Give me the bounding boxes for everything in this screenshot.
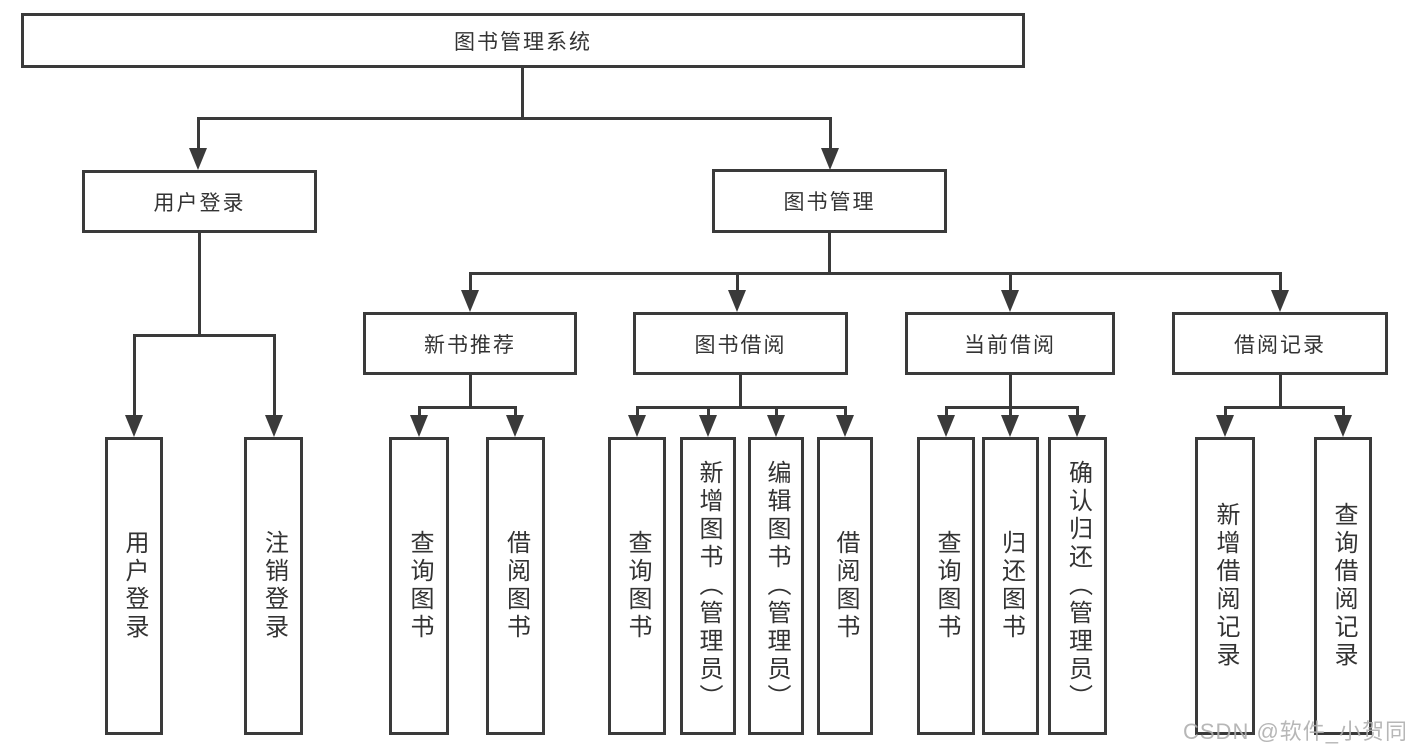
leaf-return-books: 归还图书 [982, 437, 1039, 735]
tree-edge-line [1224, 406, 1345, 409]
leaf-query-books-current-label: 查询图书 [933, 530, 960, 642]
csdn-watermark: CSDN @软件_小贺同学 [1183, 719, 1405, 744]
arrowhead-down-icon [461, 290, 479, 312]
tree-edge-line [469, 272, 1282, 275]
node-current-borrowing: 当前借阅 [905, 312, 1115, 375]
tree-edge-line [418, 406, 517, 409]
tree-edge-line [469, 375, 472, 409]
leaf-user-login: 用户登录 [105, 437, 163, 735]
leaf-add-borrow-record: 新增借阅记录 [1195, 437, 1255, 735]
leaf-query-books-recommend-label: 查询图书 [406, 530, 433, 642]
tree-edge-line [1009, 272, 1012, 290]
arrowhead-down-icon [767, 415, 785, 437]
arrowhead-down-icon [410, 415, 428, 437]
node-book-borrowing: 图书借阅 [633, 312, 848, 375]
tree-edge-line [945, 406, 948, 415]
leaf-query-books-recommend: 查询图书 [389, 437, 449, 735]
arrowhead-down-icon [1334, 415, 1352, 437]
leaf-add-books-admin-label: 新增图书（管理员） [695, 460, 722, 712]
tree-edge-line [197, 117, 200, 148]
tree-edge-line [829, 117, 832, 148]
tree-edge-line [514, 406, 517, 415]
node-new-book-recommend: 新书推荐 [363, 312, 577, 375]
tree-edge-line [775, 406, 778, 415]
tree-edge-line [636, 406, 639, 415]
node-library-system-label: 图书管理系统 [454, 30, 592, 54]
arrowhead-down-icon [1216, 415, 1234, 437]
tree-edge-line [1009, 406, 1012, 415]
tree-edge-line [1009, 375, 1012, 409]
leaf-logout-label: 注销登录 [260, 530, 288, 642]
tree-edge-line [418, 406, 421, 415]
arrowhead-down-icon [1068, 415, 1086, 437]
node-current-borrowing-label: 当前借阅 [964, 333, 1056, 357]
leaf-add-books-admin: 新增图书（管理员） [680, 437, 736, 735]
tree-edge-line [1279, 272, 1282, 290]
tree-edge-line [197, 117, 832, 120]
arrowhead-down-icon [1001, 290, 1019, 312]
tree-edge-line [736, 272, 739, 290]
tree-edge-line [1279, 375, 1282, 409]
node-user-login-label: 用户登录 [153, 191, 246, 215]
leaf-borrow-books-label: 借阅图书 [832, 530, 859, 642]
node-borrowing-records: 借阅记录 [1172, 312, 1388, 375]
leaf-confirm-return-admin-label: 确认归还（管理员） [1064, 460, 1092, 712]
leaf-user-login-label: 用户登录 [121, 530, 148, 642]
node-borrowing-records-label: 借阅记录 [1234, 333, 1326, 357]
arrowhead-down-icon [728, 290, 746, 312]
leaf-borrow-books: 借阅图书 [817, 437, 873, 735]
tree-edge-line [739, 375, 742, 409]
node-new-book-recommend-label: 新书推荐 [424, 333, 516, 357]
tree-edge-line [1076, 406, 1079, 415]
tree-edge-line [469, 272, 472, 290]
leaf-logout: 注销登录 [244, 437, 303, 735]
leaf-query-books-borrowing-label: 查询图书 [624, 530, 651, 642]
arrowhead-down-icon [628, 415, 646, 437]
arrowhead-down-icon [821, 148, 839, 170]
arrowhead-down-icon [189, 148, 207, 170]
tree-edge-line [521, 68, 524, 120]
tree-edge-line [945, 406, 1079, 409]
arrowhead-down-icon [1271, 290, 1289, 312]
node-book-borrowing-label: 图书借阅 [694, 333, 787, 357]
leaf-return-books-label: 归还图书 [997, 530, 1025, 642]
leaf-edit-books-admin-label: 编辑图书（管理员） [763, 460, 790, 712]
arrowhead-down-icon [699, 415, 717, 437]
node-book-management: 图书管理 [712, 169, 947, 233]
tree-edge-line [1342, 406, 1345, 415]
leaf-query-books-borrowing: 查询图书 [608, 437, 666, 735]
tree-edge-line [133, 334, 276, 337]
leaf-query-borrow-record-label: 查询借阅记录 [1330, 502, 1357, 670]
leaf-confirm-return-admin: 确认归还（管理员） [1048, 437, 1107, 735]
arrowhead-down-icon [506, 415, 524, 437]
tree-edge-line [636, 406, 847, 409]
tree-edge-line [828, 233, 831, 275]
tree-edge-line [707, 406, 710, 415]
leaf-add-borrow-record-label: 新增借阅记录 [1212, 502, 1239, 670]
leaf-edit-books-admin: 编辑图书（管理员） [748, 437, 804, 735]
arrowhead-down-icon [1001, 415, 1019, 437]
arrowhead-down-icon [836, 415, 854, 437]
arrowhead-down-icon [125, 415, 143, 437]
leaf-query-books-current: 查询图书 [917, 437, 975, 735]
arrowhead-down-icon [937, 415, 955, 437]
tree-edge-line [844, 406, 847, 415]
tree-edge-line [1224, 406, 1227, 415]
tree-edge-line [273, 334, 276, 415]
node-user-login: 用户登录 [82, 170, 317, 233]
arrowhead-down-icon [265, 415, 283, 437]
leaf-borrow-books-recommend-label: 借阅图书 [502, 530, 530, 642]
node-book-management-label: 图书管理 [783, 191, 876, 214]
tree-edge-line [133, 334, 136, 415]
leaf-query-borrow-record: 查询借阅记录 [1314, 437, 1372, 735]
leaf-borrow-books-recommend: 借阅图书 [486, 437, 545, 735]
node-library-system: 图书管理系统 [21, 13, 1025, 68]
tree-edge-line [198, 233, 201, 337]
